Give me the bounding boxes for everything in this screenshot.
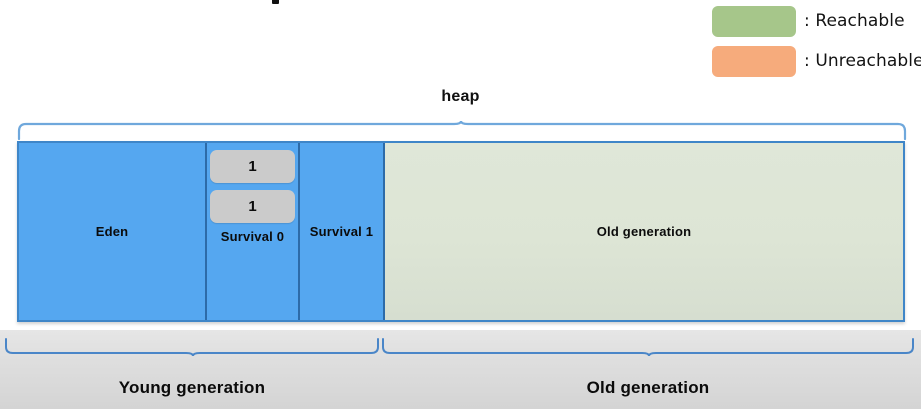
heap-bracket-icon — [17, 120, 907, 140]
legend-swatch-reachable-icon — [712, 5, 796, 37]
heap-region-survival-0-label: Survival 0 — [220, 229, 285, 244]
cropped-text-remnant — [272, 0, 279, 4]
heap-region-survival-1[interactable]: Survival 1 — [300, 143, 385, 320]
old-generation-label: Old generation — [586, 378, 710, 397]
heap-object-box[interactable]: 1 — [210, 190, 295, 223]
heap-region-survival-0[interactable]: 1 1 Survival 0 — [207, 143, 300, 320]
survival-0-object-stack: 1 1 — [210, 150, 295, 230]
young-generation-label: Young generation — [118, 378, 266, 397]
heap-memory-diagram: Eden 1 1 Survival 0 Survival 1 Old gener… — [17, 141, 905, 322]
heap-title: heap — [441, 88, 480, 105]
heap-region-survival-1-label: Survival 1 — [309, 224, 374, 239]
old-generation-bracket-icon — [382, 338, 914, 356]
legend-label-unreachable: : Unreachable — [804, 51, 921, 71]
legend-label-reachable: : Reachable — [804, 11, 905, 31]
young-generation-bracket-icon — [5, 338, 379, 356]
legend: : Reachable : Unreachable — [712, 4, 921, 84]
heap-region-old-generation[interactable]: Old generation — [385, 143, 903, 320]
generation-summary-band — [0, 330, 921, 409]
heap-object-box[interactable]: 1 — [210, 150, 295, 183]
legend-swatch-unreachable-icon — [712, 45, 796, 77]
legend-item-unreachable: : Unreachable — [712, 44, 921, 78]
heap-region-old-generation-label: Old generation — [596, 224, 692, 239]
legend-item-reachable: : Reachable — [712, 4, 920, 38]
heap-region-eden-label: Eden — [95, 224, 129, 239]
heap-region-eden[interactable]: Eden — [19, 143, 207, 320]
